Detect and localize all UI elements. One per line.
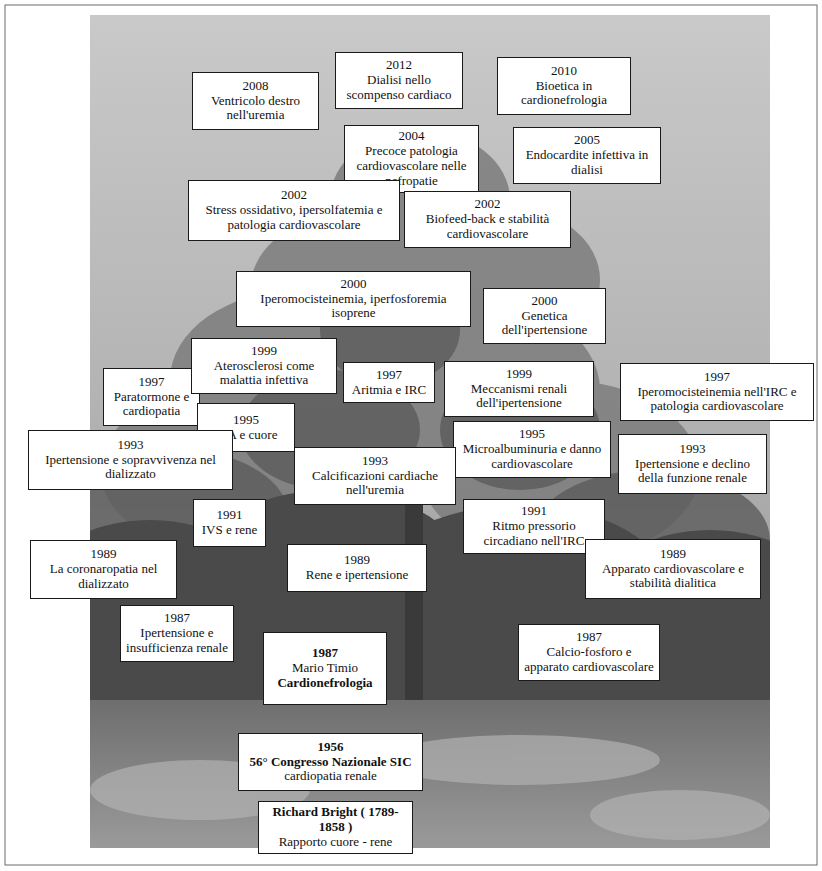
- milestone-heading: 2002: [409, 197, 566, 212]
- milestone-heading: 2004: [349, 129, 474, 144]
- milestone-box: 1999Meccanismi renali dell'ipertensione: [444, 361, 594, 417]
- milestone-heading: 1956: [243, 740, 418, 755]
- milestone-heading: 2000: [488, 294, 601, 309]
- milestone-heading: 1993: [623, 442, 762, 457]
- milestone-text: Dialisi nello scompenso cardiaco: [340, 73, 458, 103]
- milestone-text: Microalbuminuria e danno cardiovascolare: [458, 442, 606, 472]
- milestone-text: Cardionefrologia: [268, 676, 382, 691]
- tree-trunk: [405, 480, 423, 710]
- milestone-text: IVS e rene: [198, 523, 261, 538]
- milestone-box: 1989Rene e ipertensione: [287, 544, 427, 592]
- milestone-text: Aterosclerosi come malattia infettiva: [196, 359, 332, 389]
- milestone-heading: 2008: [197, 79, 314, 94]
- milestone-box: 2008Ventricolo destro nell'uremia: [192, 72, 319, 130]
- milestone-box: 1991Ritmo pressorio circadiano nell'IRC: [463, 499, 605, 554]
- milestone-heading: 1995: [202, 413, 290, 428]
- grass-light: [90, 735, 770, 840]
- meadow: [90, 700, 770, 848]
- milestone-text: La coronaropatia nel dializzato: [35, 562, 172, 592]
- milestone-heading: 2000: [241, 277, 466, 292]
- milestone-heading: 1991: [198, 508, 261, 523]
- milestone-box: 1993Ipertensione e sopravvivenza nel dia…: [28, 430, 233, 490]
- milestone-heading: 1999: [196, 344, 332, 359]
- milestone-heading: 1993: [299, 454, 451, 469]
- milestone-box: 1989Apparato cardiovascolare e stabilità…: [585, 539, 761, 599]
- milestone-text: Ventricolo destro nell'uremia: [197, 94, 314, 124]
- outer-frame: [5, 5, 817, 865]
- undergrowth: [90, 600, 770, 710]
- milestone-text: Rapporto cuore - rene: [263, 835, 408, 850]
- milestone-box: 1995Microalbuminuria e danno cardiovasco…: [453, 421, 611, 478]
- milestone-heading: 2005: [518, 133, 656, 148]
- milestone-heading: 1997: [108, 375, 195, 390]
- milestone-text: Mario Timio: [268, 661, 382, 676]
- milestone-box: 1999Aterosclerosi come malattia infettiv…: [191, 338, 337, 394]
- milestone-text: 56° Congresso Nazionale SIC: [243, 755, 418, 770]
- milestone-heading: 1997: [625, 370, 809, 385]
- milestone-text: Iperomocisteinemia nell'IRC e patologia …: [625, 385, 809, 415]
- milestone-text: Ritmo pressorio circadiano nell'IRC: [468, 519, 600, 549]
- milestone-text: Calcificazioni cardiache nell'uremia: [299, 469, 451, 499]
- milestone-box: 2002Stress ossidativo, ipersolfatemia e …: [188, 180, 400, 241]
- milestone-text: Bioetica in cardionefrologia: [502, 79, 626, 109]
- milestone-heading: 1991: [468, 504, 600, 519]
- milestone-text: Iperomocisteinemia, iperfosforemia isopr…: [241, 292, 466, 322]
- milestone-text: Genetica dell'ipertensione: [488, 309, 601, 339]
- milestone-heading: 1993: [33, 438, 228, 453]
- milestone-heading: 1987: [268, 646, 382, 661]
- milestone-box: Richard Bright ( 1789-1858 )Rapporto cuo…: [258, 801, 413, 854]
- milestone-box: 2000Genetica dell'ipertensione: [483, 288, 606, 344]
- milestone-box: 1997Paratormone e cardiopatia: [103, 368, 200, 426]
- milestone-heading: 2012: [340, 58, 458, 73]
- milestone-text: Paratormone e cardiopatia: [108, 390, 195, 420]
- milestone-text: Ipertensione e declino della funzione re…: [623, 457, 762, 487]
- milestone-heading: 1987: [523, 630, 655, 645]
- milestone-box: 2012Dialisi nello scompenso cardiaco: [335, 52, 463, 109]
- milestone-text: Apparato cardiovascolare e stabilità dia…: [590, 562, 756, 592]
- milestone-heading: 1989: [590, 547, 756, 562]
- milestone-box: 1993Calcificazioni cardiache nell'uremia: [294, 447, 456, 505]
- milestone-box: 2000Iperomocisteinemia, iperfosforemia i…: [236, 271, 471, 327]
- milestone-box: 2005Endocardite infettiva in dialisi: [513, 127, 661, 184]
- milestone-heading: Richard Bright ( 1789-1858 ): [263, 805, 408, 835]
- milestone-heading: 1997: [348, 368, 430, 383]
- milestone-heading: 1987: [125, 611, 229, 626]
- milestone-box: 2010Bioetica in cardionefrologia: [497, 57, 631, 115]
- milestone-heading: 2010: [502, 64, 626, 79]
- milestone-box: 1991IVS e rene: [193, 499, 266, 547]
- milestone-text: Aritmia e IRC: [348, 383, 430, 398]
- milestone-text: Biofeed-back e stabilità cardiovascolare: [409, 212, 566, 242]
- milestone-text: cardiopatia renale: [243, 769, 418, 784]
- milestone-text: Rene e ipertensione: [292, 568, 422, 583]
- milestone-box: 2002Biofeed-back e stabilità cardiovasco…: [404, 191, 571, 248]
- milestone-box: 1987Mario TimioCardionefrologia: [263, 632, 387, 705]
- milestone-box: 1989La coronaropatia nel dializzato: [30, 540, 177, 599]
- milestone-heading: 1989: [292, 553, 422, 568]
- milestone-heading: 1989: [35, 547, 172, 562]
- milestone-text: Ipertensione e insufficienza renale: [125, 626, 229, 656]
- milestone-text: Endocardite infettiva in dialisi: [518, 148, 656, 178]
- milestone-heading: 1999: [449, 367, 589, 382]
- milestone-box: 1997Aritmia e IRC: [343, 362, 435, 403]
- milestone-text: Calcio-fosforo e apparato cardiovascolar…: [523, 645, 655, 675]
- milestone-box: 195656° Congresso Nazionale SICcardiopat…: [238, 733, 423, 791]
- milestone-box: 1997Iperomocisteinemia nell'IRC e patolo…: [620, 363, 814, 421]
- treeline: [90, 490, 770, 710]
- milestone-text: Stress ossidativo, ipersolfatemia e pato…: [193, 203, 395, 233]
- grass-patch: [590, 790, 770, 840]
- milestone-text: Meccanismi renali dell'ipertensione: [449, 382, 589, 412]
- milestone-heading: 1995: [458, 427, 606, 442]
- milestone-box: 1987Ipertensione e insufficienza renale: [120, 605, 234, 662]
- milestone-text: Ipertensione e sopravvivenza nel dializz…: [33, 453, 228, 483]
- milestone-box: 1993Ipertensione e declino della funzion…: [618, 434, 767, 494]
- milestone-box: 1987Calcio-fosforo e apparato cardiovasc…: [518, 624, 660, 681]
- milestone-heading: 2002: [193, 188, 395, 203]
